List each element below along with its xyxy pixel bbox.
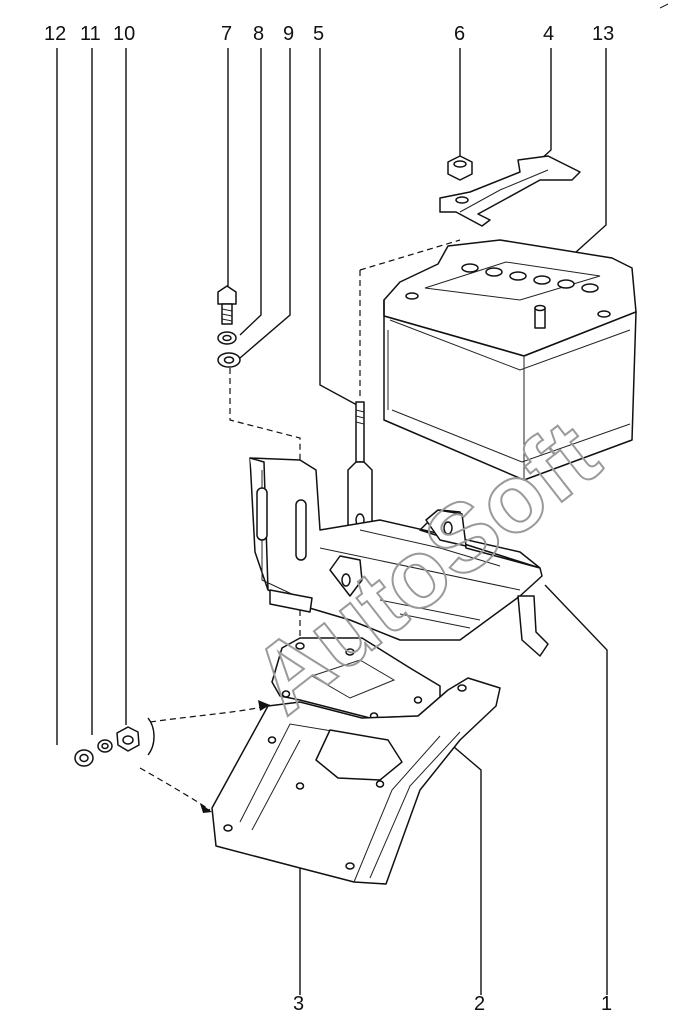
corner-mark — [659, 3, 669, 9]
bolt-7 — [217, 285, 237, 325]
callout-10: 10 — [113, 23, 135, 45]
washer-9 — [217, 352, 241, 368]
assembly-lines — [139, 239, 461, 813]
callout-9: 9 — [283, 23, 294, 45]
callout-4: 4 — [543, 23, 554, 45]
callout-3: 3 — [293, 993, 304, 1015]
spring-washer-11 — [97, 739, 113, 753]
stud-5 — [347, 401, 373, 539]
callout-6: 6 — [454, 23, 465, 45]
battery-13 — [383, 239, 637, 481]
arrowhead-lower — [200, 803, 212, 813]
callout-12: 12 — [44, 23, 66, 45]
callout-13: 13 — [592, 23, 614, 45]
clamp-4 — [439, 155, 581, 227]
washer-12 — [74, 749, 94, 767]
callout-5: 5 — [313, 23, 324, 45]
nut-6 — [447, 155, 473, 181]
callout-7: 7 — [221, 23, 232, 45]
washer-8 — [217, 331, 237, 345]
callout-8: 8 — [253, 23, 264, 45]
battery-tray-1 — [249, 457, 549, 657]
bracket-3 — [211, 677, 501, 885]
nut-10 — [116, 726, 140, 752]
callout-1: 1 — [601, 993, 612, 1015]
callout-2: 2 — [474, 993, 485, 1015]
callout-11: 11 — [80, 23, 101, 45]
arrowhead-upper — [258, 700, 270, 711]
